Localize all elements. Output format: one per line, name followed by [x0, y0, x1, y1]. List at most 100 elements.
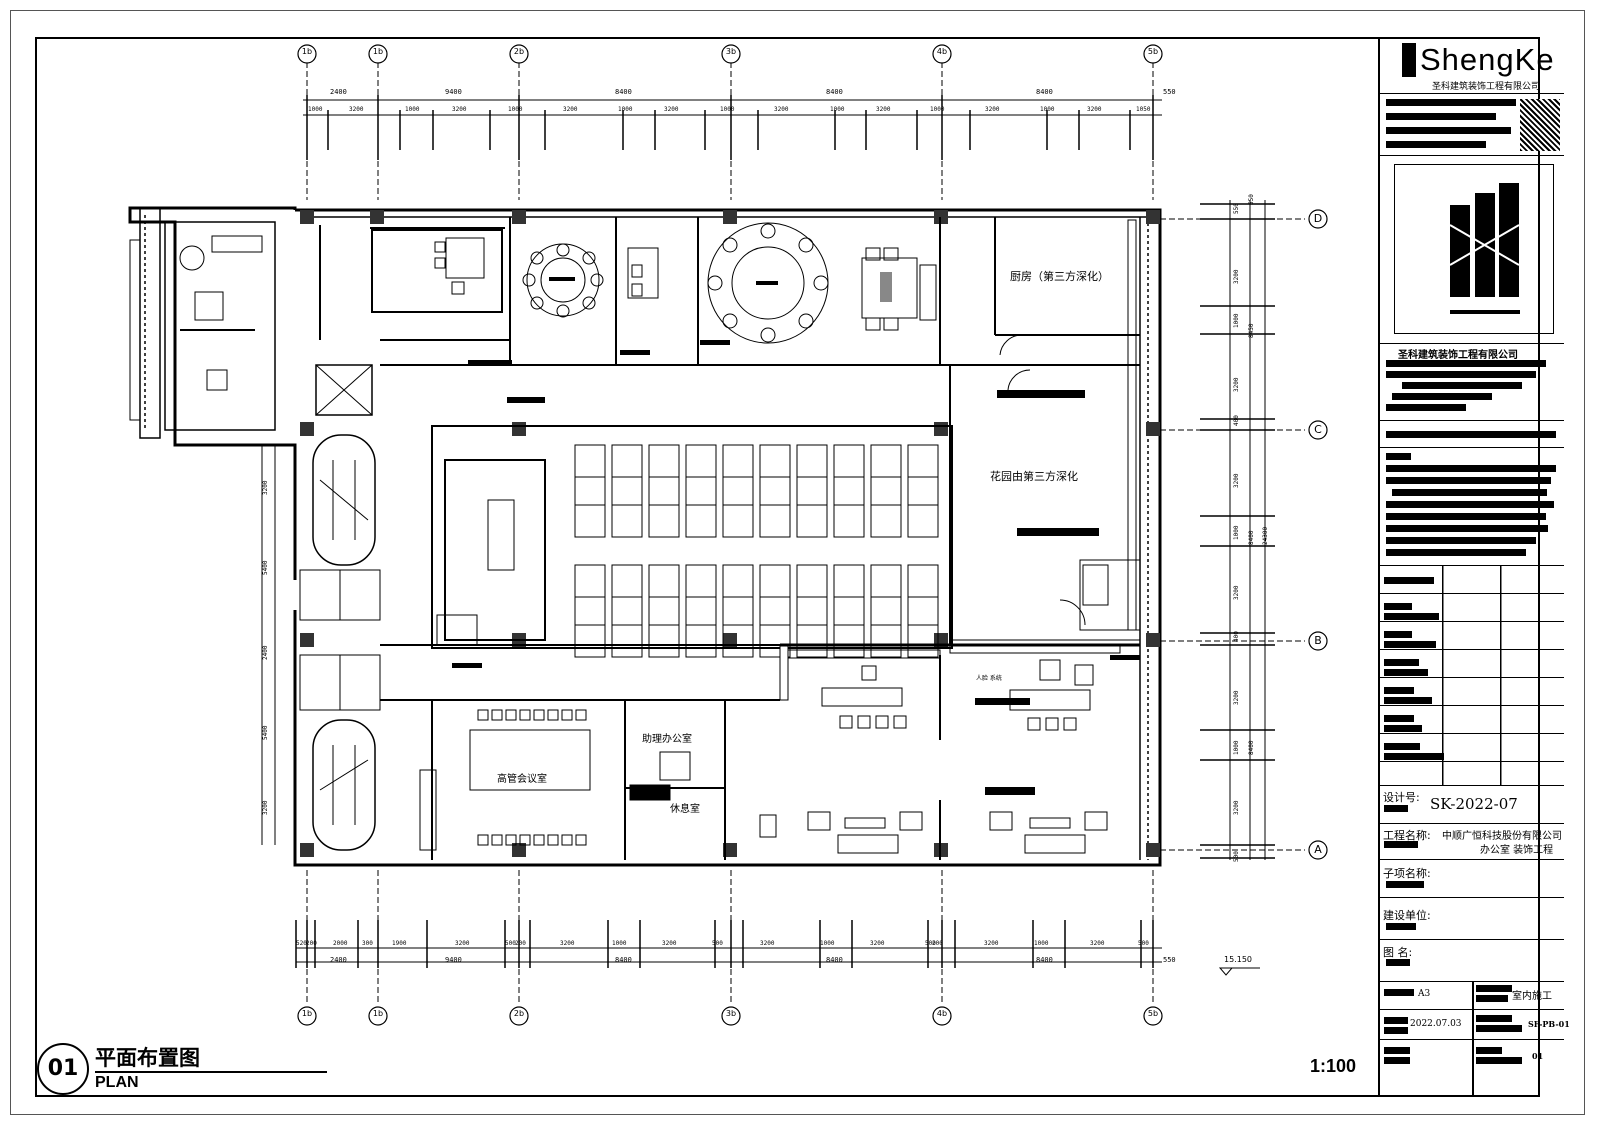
sheet-code: SF-PB-01: [1528, 1019, 1570, 1029]
dimension-text: 8450: [1248, 323, 1255, 338]
dimension-text: 500: [1233, 851, 1240, 862]
dimension-text: 1000: [508, 106, 523, 113]
dimension-text: 5400: [262, 725, 269, 740]
dimension-text: 8400: [826, 88, 843, 96]
lounge-furniture: [759, 659, 1108, 854]
bottom-room-walls: [431, 655, 941, 860]
drawing-title-block: 01 平面布置图 PLAN: [35, 1040, 335, 1097]
dimension-text: 3200: [985, 106, 1000, 113]
meeting-chair: [505, 834, 517, 846]
drawing-name-label: 图 名:: [1383, 946, 1413, 959]
workstation-desk: [759, 476, 791, 538]
meeting-chair: [519, 834, 531, 846]
workstation-desk: [833, 476, 865, 538]
dimension-text: 3200: [349, 106, 364, 113]
discipline: 室内施工: [1512, 991, 1552, 1002]
meeting-chair: [477, 709, 489, 721]
meeting-chair: [547, 709, 559, 721]
grid-label-bottom-5: 4b: [936, 1009, 948, 1018]
dimension-text: 1000: [830, 106, 845, 113]
workstation-desk: [611, 476, 643, 538]
workstation-desk: [796, 444, 828, 506]
workstation-desk: [796, 596, 828, 658]
workstation-desk: [907, 444, 939, 506]
dimension-text: 3200: [870, 940, 885, 947]
dimension-text: 3200: [455, 940, 470, 947]
dimension-text: 400: [1233, 631, 1240, 642]
workstation-desk: [722, 564, 754, 626]
title-underline: [95, 1071, 327, 1073]
dimension-text: 2400: [262, 645, 269, 660]
dimension-text: 1900: [392, 940, 407, 947]
workstation-desk: [685, 564, 717, 626]
dimension-text: 2000: [333, 940, 348, 947]
dimension-text: 3200: [1233, 800, 1240, 815]
top-dim-ticks: [306, 95, 1154, 160]
dimension-text: 3200: [1087, 106, 1102, 113]
drawing-scale: 1:100: [1310, 1056, 1357, 1076]
workstation-desk: [759, 444, 791, 506]
meeting-chair: [533, 709, 545, 721]
dimension-text: 300: [362, 940, 373, 947]
grid-label-top-1: 1b: [301, 47, 313, 56]
dimension-text: 3200: [1090, 940, 1105, 947]
subitem-label: 子项名称:: [1383, 867, 1431, 880]
dimension-text: 3200: [1233, 377, 1240, 392]
dimension-text: 550: [1163, 88, 1176, 96]
workstation-desk: [759, 596, 791, 658]
meeting-chair: [575, 709, 587, 721]
lounge-seat: [1027, 717, 1041, 731]
grid-label-bottom-4: 3b: [725, 1009, 737, 1018]
dimension-text: 8400: [1036, 88, 1053, 96]
client-label: 建设单位:: [1383, 909, 1431, 922]
workstation-desk: [648, 596, 680, 658]
room-label-assistant-office: 助理办公室: [642, 734, 692, 745]
meeting-chair: [505, 709, 517, 721]
dimension-text: 24300: [1262, 526, 1269, 545]
dimension-text: 1000: [612, 940, 627, 947]
grid-label-row-b: B: [1314, 634, 1322, 647]
dimension-text: 3200: [452, 106, 467, 113]
workstation-desk: [796, 476, 828, 538]
exterior-walls: [128, 206, 1162, 867]
dimension-text: 400: [1233, 415, 1240, 426]
workstation-desk: [574, 476, 606, 538]
round-tables: [526, 222, 829, 344]
paper-size: A3: [1418, 989, 1431, 999]
dimension-text: 8400: [1248, 530, 1255, 545]
qr-code-icon: [1520, 99, 1560, 151]
workstation-desk: [648, 476, 680, 538]
dimension-text: 1000: [1233, 525, 1240, 540]
project-name-2: 办公室 装饰工程: [1480, 845, 1554, 856]
lounge-seat: [1063, 717, 1077, 731]
dimension-text: 3200: [664, 106, 679, 113]
workstation-desk: [907, 564, 939, 626]
lounge-seat: [893, 715, 907, 729]
dimension-text: 1000: [405, 106, 420, 113]
workstation-desk: [574, 596, 606, 658]
structural-columns: [300, 210, 1160, 857]
meeting-chair: [519, 709, 531, 721]
dimension-text: 2400: [330, 88, 347, 96]
emblem-icon: [1449, 183, 1520, 314]
dimension-text: 1000: [1040, 106, 1055, 113]
meeting-chair: [477, 834, 489, 846]
workstation-desk: [574, 564, 606, 626]
workstation-desk: [833, 564, 865, 626]
workstation-desk: [648, 444, 680, 506]
plan-redactions: [452, 340, 1140, 795]
dimension-text: 3200: [560, 940, 575, 947]
workstation-desk: [685, 444, 717, 506]
dimension-text: 1000: [1233, 740, 1240, 755]
dimension-text: 1000: [618, 106, 633, 113]
grid-label-bottom-3: 2b: [513, 1009, 525, 1018]
dimension-text: 8400: [615, 956, 632, 964]
grid-label-row-c: C: [1314, 423, 1322, 436]
title-block: ShengKe 圣科建筑装饰工程有限公司 圣科建筑装饰工程有限公司: [1378, 37, 1570, 1097]
top-grid-bubbles: [306, 62, 1154, 200]
logo-mark-icon: [1402, 43, 1416, 77]
dimension-text: 500: [925, 940, 936, 947]
dimension-text: 3200: [774, 106, 789, 113]
dimension-text: 200: [306, 940, 317, 947]
workstation-desks: [574, 444, 939, 658]
